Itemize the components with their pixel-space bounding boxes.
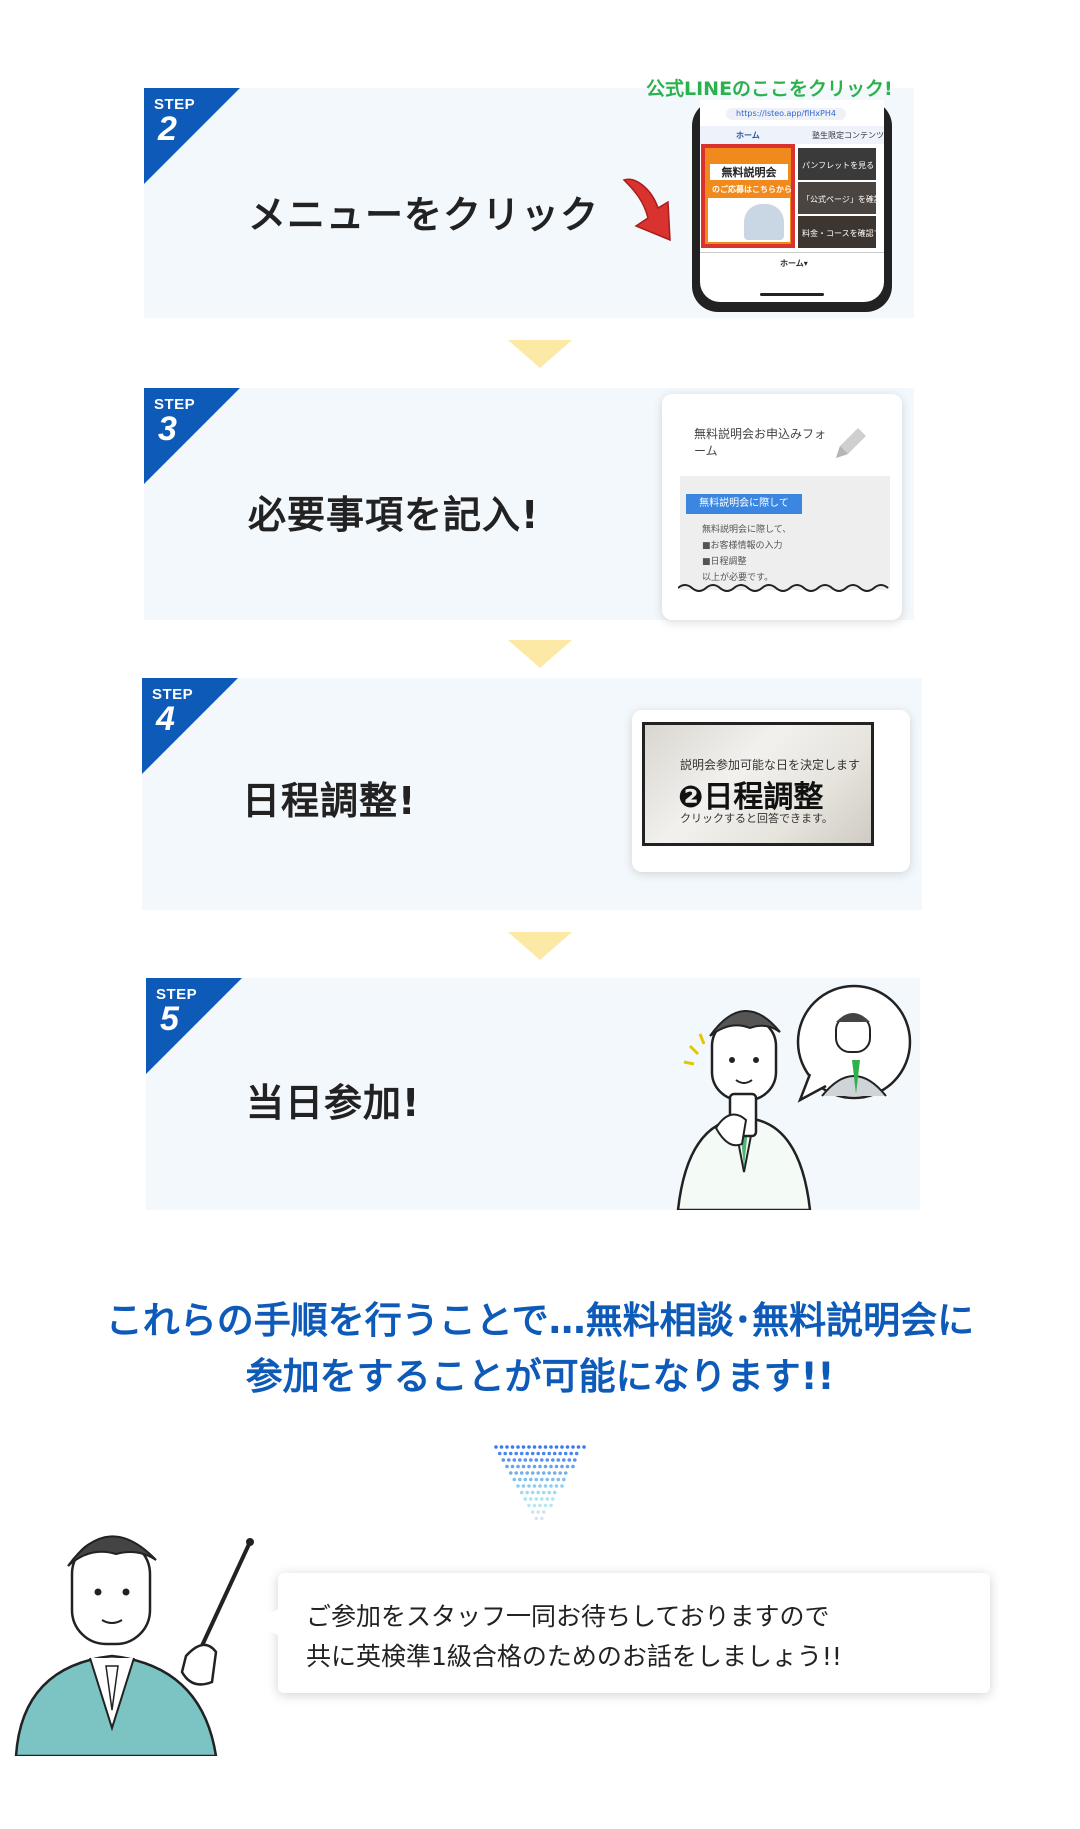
step-label: STEP — [154, 96, 196, 113]
pencil-icon — [836, 428, 866, 458]
step-number: 5 — [160, 1000, 179, 1038]
speech-bubble: ご参加をスタッフ一同お待ちしておりますので 共に英検準1級合格のためのお話をしま… — [244, 1573, 990, 1693]
step-number: 3 — [158, 410, 177, 448]
tab-members[interactable]: 塾生限定コンテンツ — [812, 131, 884, 140]
step-number: 2 — [158, 110, 177, 148]
step-title: 日程調整! — [242, 779, 417, 823]
menu-tile[interactable]: 「公式ページ」を確認する — [798, 182, 884, 214]
step-badge — [146, 978, 242, 1074]
line-callout: 公式LINEのここをクリック! — [646, 78, 893, 100]
banner-title: 無料説明会 — [710, 164, 788, 180]
schedule-note: クリックすると回答できます。 — [680, 812, 833, 825]
form-line: 無料説明会に際して、 — [702, 525, 792, 535]
schedule-heading: ❷日程調整 — [678, 780, 824, 815]
speech-line-1: ご参加をスタッフ一同お待ちしておりますので — [306, 1602, 830, 1631]
form-title: 無料説明会お申込みフォーム — [694, 427, 827, 458]
down-arrow-icon — [508, 640, 572, 668]
step-title: 当日参加! — [246, 1081, 421, 1125]
down-arrow-icon — [508, 932, 572, 960]
step-label: STEP — [156, 986, 198, 1003]
step-badge — [142, 678, 238, 774]
step-title: メニューをクリック — [248, 193, 600, 237]
step-title: 必要事項を記入! — [248, 493, 540, 537]
wavy-edge — [678, 584, 889, 592]
menu-tile[interactable]: パンフレットを見る — [798, 148, 876, 180]
application-form-card: 無料説明会お申込みフォーム 無料説明会に際して 無料説明会に際して、 ■お客様情… — [662, 394, 902, 620]
summary-line-2: 参加をすることが可能になります!! — [245, 1355, 835, 1398]
schedule-sub: 説明会参加可能な日を決定します — [680, 758, 861, 772]
speech-line-2: 共に英検準1級合格のためのお話をしましょう!! — [306, 1642, 842, 1671]
form-line: 以上が必要です。 — [702, 573, 774, 583]
highlight-frame — [701, 144, 795, 248]
down-arrow-icon — [508, 340, 572, 368]
step-number: 4 — [156, 700, 175, 738]
tab-home[interactable]: ホーム — [736, 131, 760, 140]
man-with-pointer-illustration — [14, 1535, 254, 1756]
man-with-phone-illustration — [676, 984, 912, 1210]
seminar-banner[interactable]: 無料説明会 のご応募はこちらから! — [704, 148, 796, 246]
bottom-menu-label[interactable]: ホーム▾ — [780, 259, 808, 268]
url-bar: https://lsteo.app/flHxPH4 — [726, 108, 846, 120]
form-line: ■日程調整 — [702, 557, 747, 567]
dotted-down-arrow-icon — [494, 1445, 586, 1521]
step-badge — [144, 388, 240, 484]
schedule-image[interactable] — [642, 722, 874, 846]
menu-tile[interactable]: 料金・コースを確認する — [798, 216, 884, 248]
banner-sub: のご応募はこちらから! — [712, 185, 796, 194]
red-arrow-icon — [622, 178, 671, 242]
form-section-button[interactable]: 無料説明会に際して — [686, 494, 802, 514]
speech-tail — [244, 1607, 284, 1637]
step-label: STEP — [152, 686, 194, 703]
form-line: ■お客様情報の入力 — [702, 541, 783, 551]
step-label: STEP — [154, 396, 196, 413]
step-badge — [144, 88, 240, 184]
summary-line-1: これらの手順を行うことで…無料相談･無料説明会に — [105, 1299, 975, 1342]
schedule-card: 説明会参加可能な日を決定します ❷日程調整 クリックすると回答できます。 — [632, 710, 910, 872]
phone-mockup: https://lsteo.app/flHxPH4 ホーム 塾生限定コンテンツ … — [692, 100, 892, 312]
